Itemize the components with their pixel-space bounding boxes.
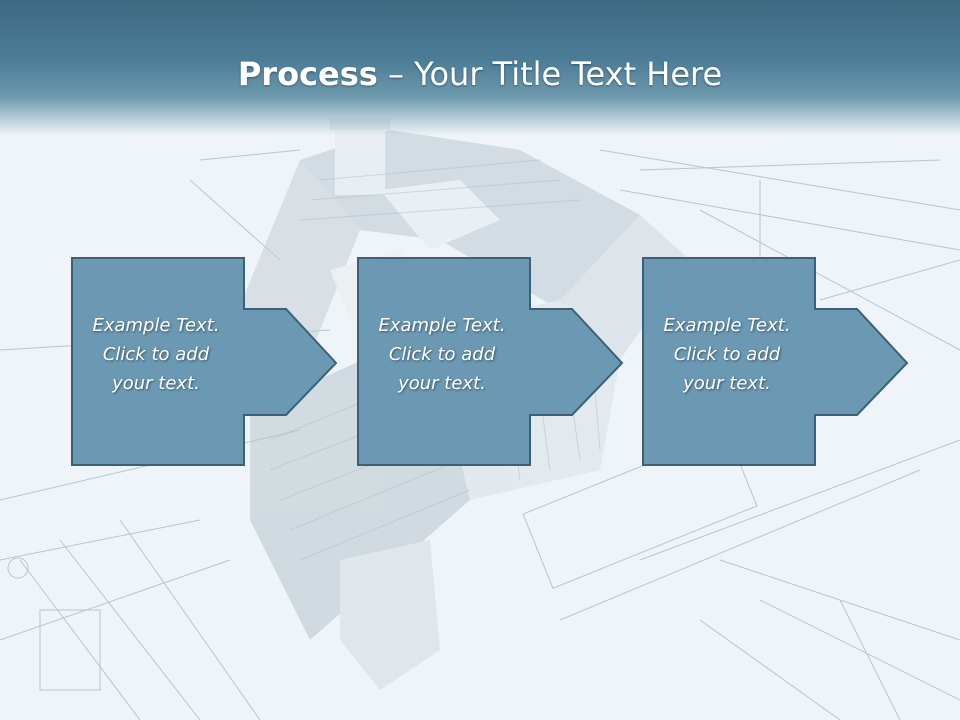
process-step-1[interactable]: Example Text. Click to add your text. xyxy=(70,256,342,468)
step-line: Example Text. xyxy=(92,315,220,336)
title-rest-text: – Your Title Text Here xyxy=(377,55,723,93)
process-step-3[interactable]: Example Text. Click to add your text. xyxy=(641,256,913,468)
step-text: Example Text. Click to add your text. xyxy=(70,311,242,398)
slide-title[interactable]: Process – Your Title Text Here xyxy=(0,52,960,96)
title-banner xyxy=(0,0,960,135)
step-line: Click to add xyxy=(388,344,496,365)
step-line: Example Text. xyxy=(378,315,506,336)
arrow-box-shape xyxy=(71,257,338,466)
step-line: your text. xyxy=(398,373,486,394)
step-line: Click to add xyxy=(673,344,781,365)
arrow-box-shape xyxy=(357,257,624,466)
step-text: Example Text. Click to add your text. xyxy=(641,311,813,398)
step-text: Example Text. Click to add your text. xyxy=(356,311,528,398)
step-line: your text. xyxy=(112,373,200,394)
step-line: Click to add xyxy=(102,344,210,365)
step-line: Example Text. xyxy=(663,315,791,336)
step-line: your text. xyxy=(683,373,771,394)
title-bold-text: Process xyxy=(237,55,378,93)
process-step-2[interactable]: Example Text. Click to add your text. xyxy=(356,256,628,468)
arrow-box-shape xyxy=(642,257,909,466)
